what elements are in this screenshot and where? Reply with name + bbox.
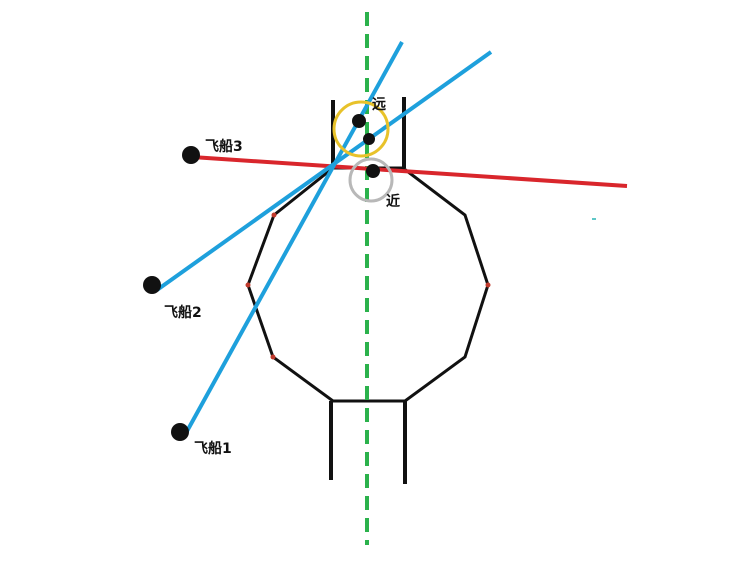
near-point [366, 164, 380, 178]
vertex-dot [245, 282, 251, 288]
near-highlight-circle [348, 157, 394, 203]
ship2-label: 飞船2 [164, 304, 202, 321]
blue-line-ship2 [155, 50, 493, 292]
mid-point [363, 133, 375, 145]
near-label: 近 [386, 193, 400, 210]
stray-mark [592, 218, 596, 220]
ship3-marker [182, 146, 200, 164]
ship1-label: 飞船1 [194, 440, 232, 457]
vertex-dot [270, 354, 276, 360]
far-highlight-circle [332, 100, 390, 158]
vertex-dot [271, 212, 277, 218]
ship3-label: 飞船3 [205, 138, 243, 155]
ship1-marker [171, 423, 189, 441]
far-point [352, 114, 366, 128]
vertex-dot [485, 282, 491, 288]
blue-line-ship1 [184, 41, 404, 434]
far-label: 远 [372, 97, 386, 113]
ship2-marker [143, 276, 161, 294]
red-sight-line [191, 155, 628, 188]
